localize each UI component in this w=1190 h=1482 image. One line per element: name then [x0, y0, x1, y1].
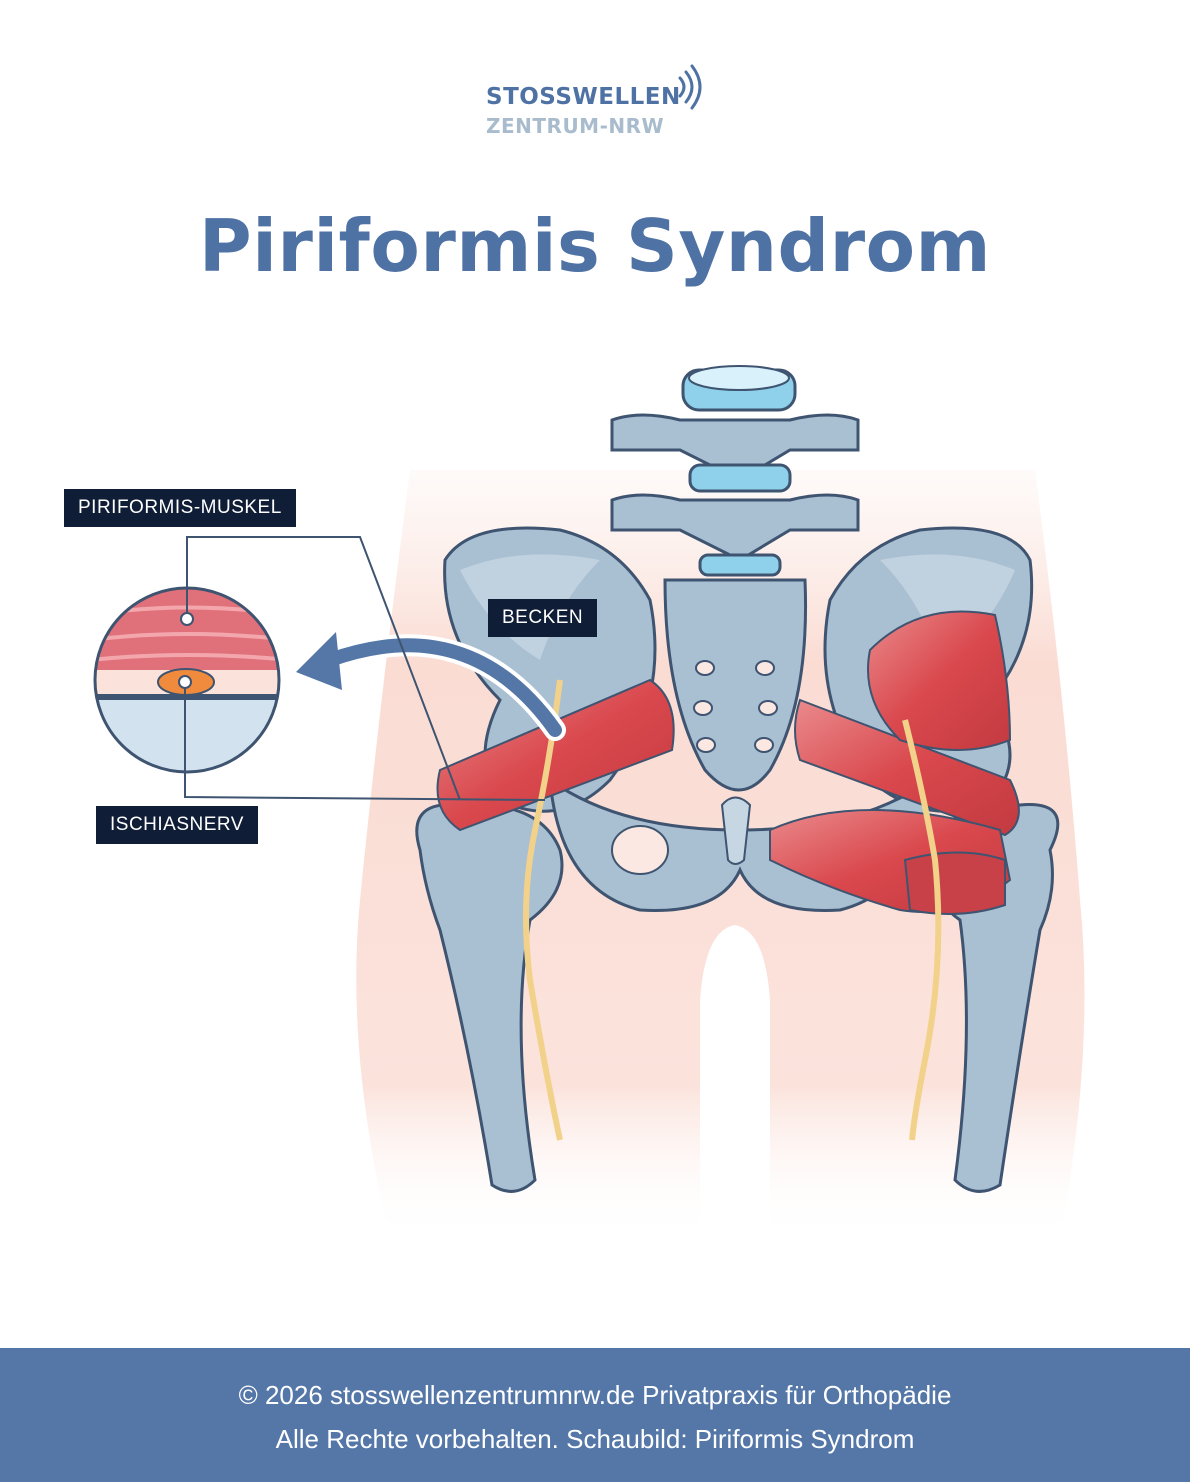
logo-wordmark-bottom: ZENTRUM-NRW [486, 114, 664, 138]
label-becken: BECKEN [488, 599, 597, 637]
footer-rights: Alle Rechte vorbehalten. Schaubild: Piri… [0, 1424, 1190, 1455]
label-piriformis-muskel: PIRIFORMIS-MUSKEL [64, 489, 296, 527]
label-ischiasnerv: ISCHIASNERV [96, 806, 258, 844]
footer: © 2026 stosswellenzentrumnrw.de Privatpr… [0, 1348, 1190, 1482]
page-title: Piriformis Syndrom [0, 204, 1190, 288]
logo-wordmark-top: STOSSWELLEN [486, 84, 681, 110]
pelvis-illustration [0, 300, 1190, 1300]
brand-logo: STOSSWELLEN ZENTRUM-NRW [486, 62, 726, 142]
soundwave-icon [676, 62, 716, 112]
footer-copyright: © 2026 stosswellenzentrumnrw.de Privatpr… [0, 1380, 1190, 1411]
